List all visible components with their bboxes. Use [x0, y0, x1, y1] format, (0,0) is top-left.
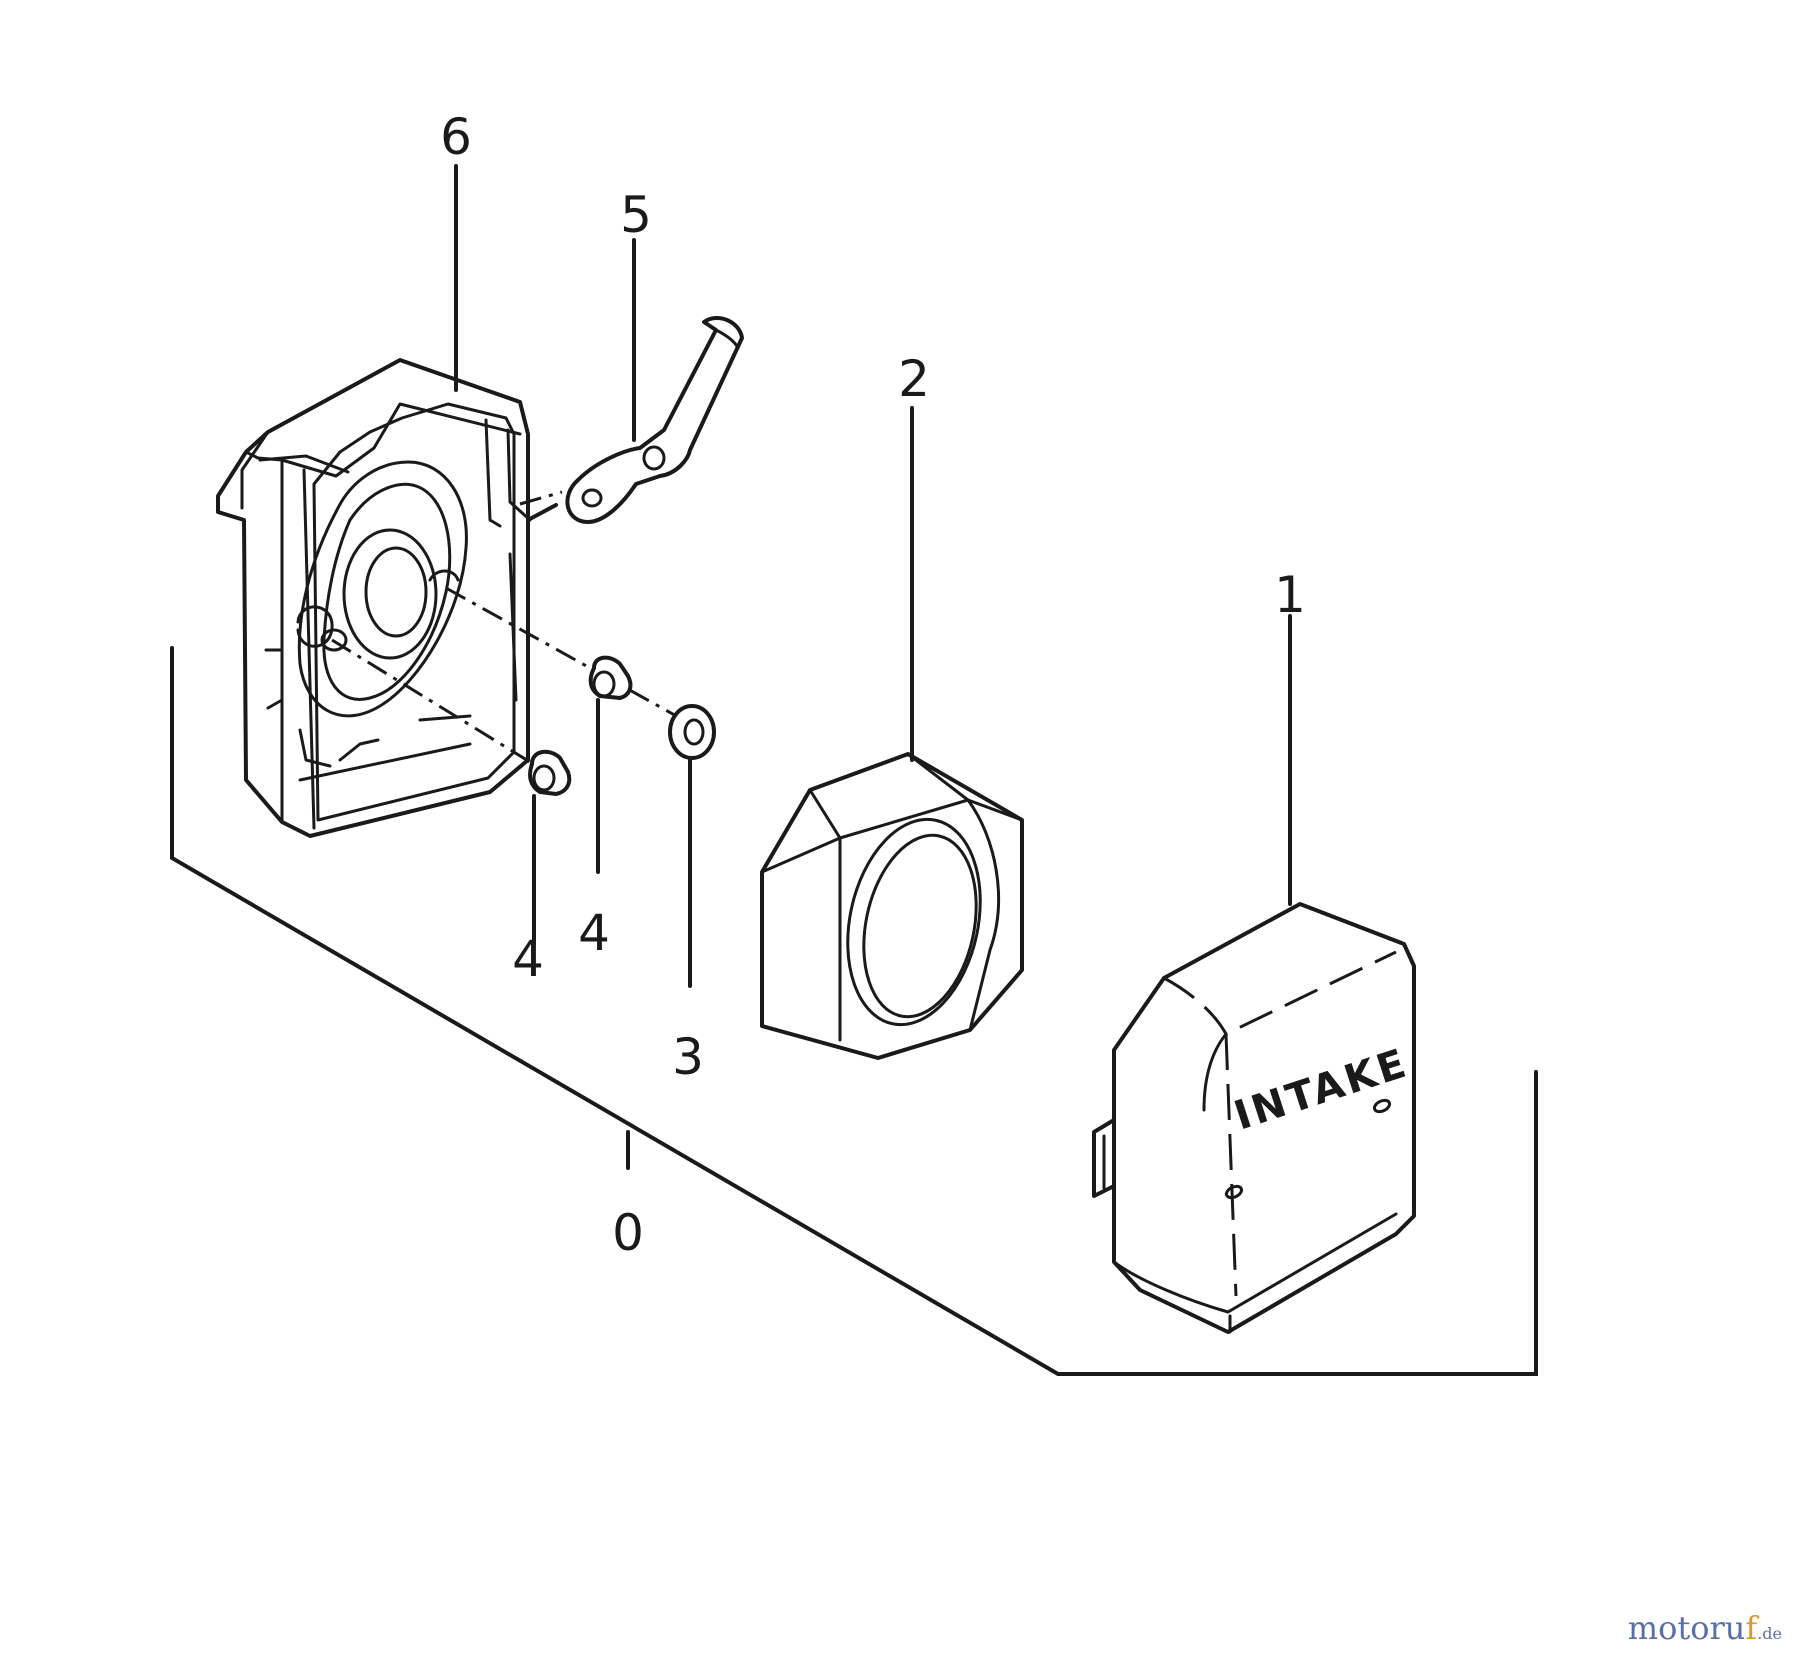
part-2-filter-element: [760, 752, 1024, 1060]
assembly-bracket: [170, 646, 1538, 1376]
callout-6: 6: [440, 108, 472, 166]
part-4-pin-lower: [528, 749, 572, 796]
part-1-air-cleaner-cover: INTAKE: [1092, 902, 1416, 1334]
part-4-pin-upper: [588, 655, 633, 700]
part-3-washer: [668, 704, 716, 760]
callout-0: 0: [612, 1204, 644, 1262]
callout-5: 5: [620, 186, 652, 244]
callout-leaders: [454, 164, 1292, 988]
watermark-logo: motoruf.de: [1627, 1609, 1782, 1647]
alignment-centerlines: [331, 490, 681, 764]
callout-2: 2: [898, 350, 930, 408]
callout-1: 1: [1274, 566, 1306, 624]
callout-3: 3: [672, 1028, 704, 1086]
part-5-choke-lever: [565, 316, 744, 524]
callout-4-lower-pin: 4: [512, 930, 544, 988]
part-6-flange: [216, 358, 532, 838]
callout-4-upper-pin: 4: [578, 904, 610, 962]
